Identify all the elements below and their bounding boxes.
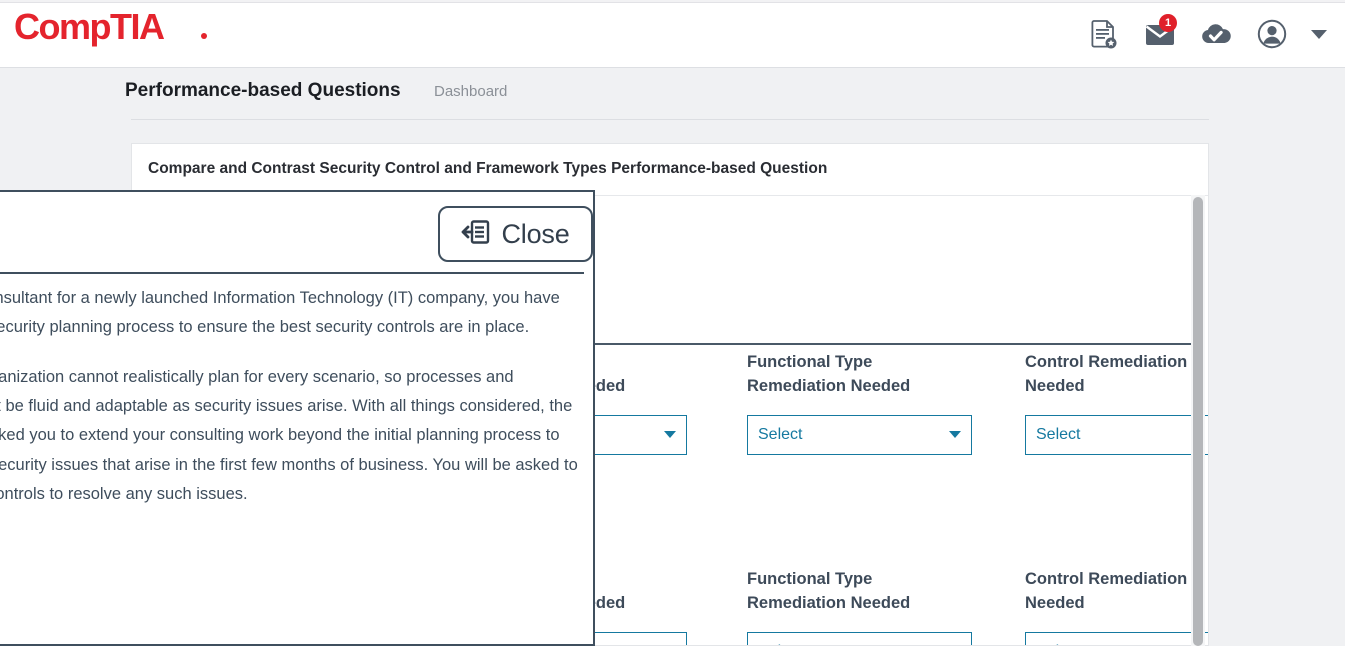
scenario-body: As a security consultant for a newly lau… bbox=[0, 284, 584, 530]
vertical-scrollbar-thumb[interactable] bbox=[1193, 197, 1203, 646]
scenario-overlay-content: ario Close As a security consultant for … bbox=[0, 192, 593, 644]
question-column-functional-type: Functional Type Remediation Needed Selec… bbox=[747, 351, 972, 455]
app-header: CompTIA 1 bbox=[0, 0, 1345, 68]
document-star-icon[interactable] bbox=[1087, 16, 1121, 52]
question-column-control-remediation: Control Remediation Needed Select bbox=[1025, 351, 1208, 455]
question-label: Control Remediation Needed bbox=[1025, 570, 1188, 612]
select-value: Select bbox=[1036, 643, 1208, 645]
question-label: Control Remediation Needed bbox=[1025, 353, 1188, 395]
cloud-check-icon[interactable] bbox=[1199, 16, 1233, 52]
envelope-badge-count: 1 bbox=[1159, 14, 1177, 32]
select-value: Select bbox=[758, 643, 949, 645]
functional-type-select[interactable]: Select bbox=[747, 414, 972, 455]
question-column-functional-type: Functional Type Remediation Needed Selec… bbox=[747, 568, 972, 645]
pbq-instruction-divider bbox=[132, 343, 1194, 345]
control-remediation-select[interactable]: Select bbox=[1025, 414, 1208, 455]
envelope-icon[interactable]: 1 bbox=[1143, 14, 1177, 52]
scenario-paragraph-2: However, an organization cannot realisti… bbox=[0, 367, 578, 504]
chevron-down-icon bbox=[949, 431, 961, 439]
user-circle-icon[interactable] bbox=[1255, 16, 1289, 52]
comptia-logo[interactable]: CompTIA bbox=[12, 6, 212, 52]
select-value: Select bbox=[1036, 425, 1081, 443]
breadcrumb[interactable]: Dashboard bbox=[434, 83, 508, 100]
chevron-down-icon[interactable] bbox=[1311, 29, 1327, 39]
scenario-overlay-panel: ario Close As a security consultant for … bbox=[0, 190, 595, 646]
header-icon-group: 1 bbox=[1087, 14, 1327, 52]
pbq-card-title: Compare and Contrast Security Control an… bbox=[148, 160, 828, 177]
close-button[interactable]: Close bbox=[438, 206, 593, 262]
close-button-label: Close bbox=[501, 218, 570, 249]
scenario-divider bbox=[0, 272, 584, 274]
close-icon bbox=[461, 218, 491, 251]
svg-text:CompTIA: CompTIA bbox=[14, 6, 165, 47]
page-title: Performance-based Questions bbox=[125, 80, 401, 101]
pbq-card-divider bbox=[132, 195, 1208, 196]
question-column-control-remediation: Control Remediation Needed Select bbox=[1025, 568, 1208, 645]
page-header: Performance-based Questions Dashboard bbox=[125, 68, 1209, 120]
question-label: Functional Type Remediation Needed bbox=[747, 570, 911, 612]
header-top-hairline bbox=[0, 0, 1345, 3]
chevron-down-icon bbox=[664, 431, 676, 439]
control-remediation-select[interactable]: Select bbox=[1025, 631, 1208, 645]
question-label: Functional Type Remediation Needed bbox=[747, 353, 911, 395]
page-header-divider bbox=[131, 119, 1209, 120]
scenario-paragraph-1: As a security consultant for a newly lau… bbox=[0, 289, 560, 337]
select-value: Select bbox=[758, 425, 803, 443]
functional-type-select[interactable]: Select bbox=[747, 631, 972, 645]
